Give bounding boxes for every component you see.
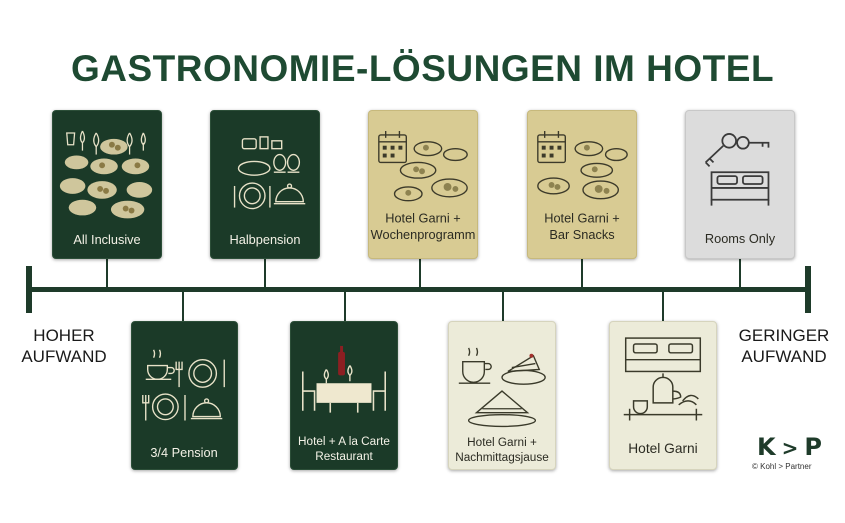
key-bed-icon: Rooms Only	[705, 133, 776, 246]
connector-tick	[264, 259, 266, 288]
card-label: Hotel Garni	[628, 441, 697, 456]
calendar-food-icon: Hotel Garni + Wochenprogramm	[371, 130, 476, 242]
card-label-line1: Hotel + A la Carte	[298, 435, 390, 448]
kohl-partner-logo: K>P	[757, 433, 828, 461]
bed-breakfast-icon: Hotel Garni	[623, 337, 703, 456]
card-label-line1: Hotel Garni +	[544, 210, 619, 225]
axis-start-cap	[26, 266, 32, 313]
connector-tick	[739, 259, 741, 288]
coffee-cake-icon: Hotel Garni + Nachmittagsjause	[455, 347, 549, 464]
connector-tick	[419, 259, 421, 288]
high-effort-label: HOHER AUFWAND	[21, 326, 107, 366]
card-label-line1: Hotel Garni +	[467, 436, 537, 449]
axis-end-cap	[805, 266, 811, 313]
page-title: GASTRONOMIE-LÖSUNGEN IM HOTEL	[70, 48, 775, 89]
connector-tick	[662, 292, 664, 322]
card-label-line2: Bar Snacks	[549, 227, 614, 242]
card-label-line2: Nachmittagsjause	[455, 451, 549, 464]
card-label-line1: Hotel Garni +	[385, 210, 460, 225]
card-garni-wochenprogramm: Hotel Garni + Wochenprogramm	[368, 110, 478, 259]
buffet-icon: All Inclusive	[59, 130, 153, 247]
breakfast-dinner-icon: Halbpension	[230, 136, 306, 247]
card-label: Halbpension	[230, 232, 301, 247]
card-halbpension: Halbpension	[210, 110, 320, 259]
place-setting-icon: 3/4 Pension	[142, 349, 225, 460]
copyright-text: © Kohl > Partner	[752, 462, 812, 471]
card-label: 3/4 Pension	[150, 445, 217, 460]
calendar-snacks-icon: Hotel Garni + Bar Snacks	[537, 130, 628, 242]
effort-axis	[30, 287, 808, 292]
card-all-inclusive: All Inclusive	[52, 110, 162, 259]
card-label-line2: Wochenprogramm	[371, 227, 476, 242]
card-label: All Inclusive	[73, 232, 140, 247]
card-garni-nachmittagsjause: Hotel Garni + Nachmittagsjause	[448, 321, 556, 470]
restaurant-table-icon: Hotel + A la Carte Restaurant	[298, 345, 390, 463]
card-rooms-only: Rooms Only	[685, 110, 795, 259]
card-label: Rooms Only	[705, 231, 776, 246]
card-hotel-garni: Hotel Garni	[609, 321, 717, 470]
connector-tick	[502, 292, 504, 322]
card-label-line2: Restaurant	[315, 450, 373, 463]
card-three-quarter-pension: 3/4 Pension	[131, 321, 238, 470]
connector-tick	[106, 259, 108, 288]
card-a-la-carte-restaurant: Hotel + A la Carte Restaurant	[290, 321, 398, 470]
connector-tick	[182, 292, 184, 322]
connector-tick	[344, 292, 346, 322]
card-garni-bar-snacks: Hotel Garni + Bar Snacks	[527, 110, 637, 259]
low-effort-label: GERINGER AUFWAND	[738, 326, 830, 366]
connector-tick	[581, 259, 583, 288]
